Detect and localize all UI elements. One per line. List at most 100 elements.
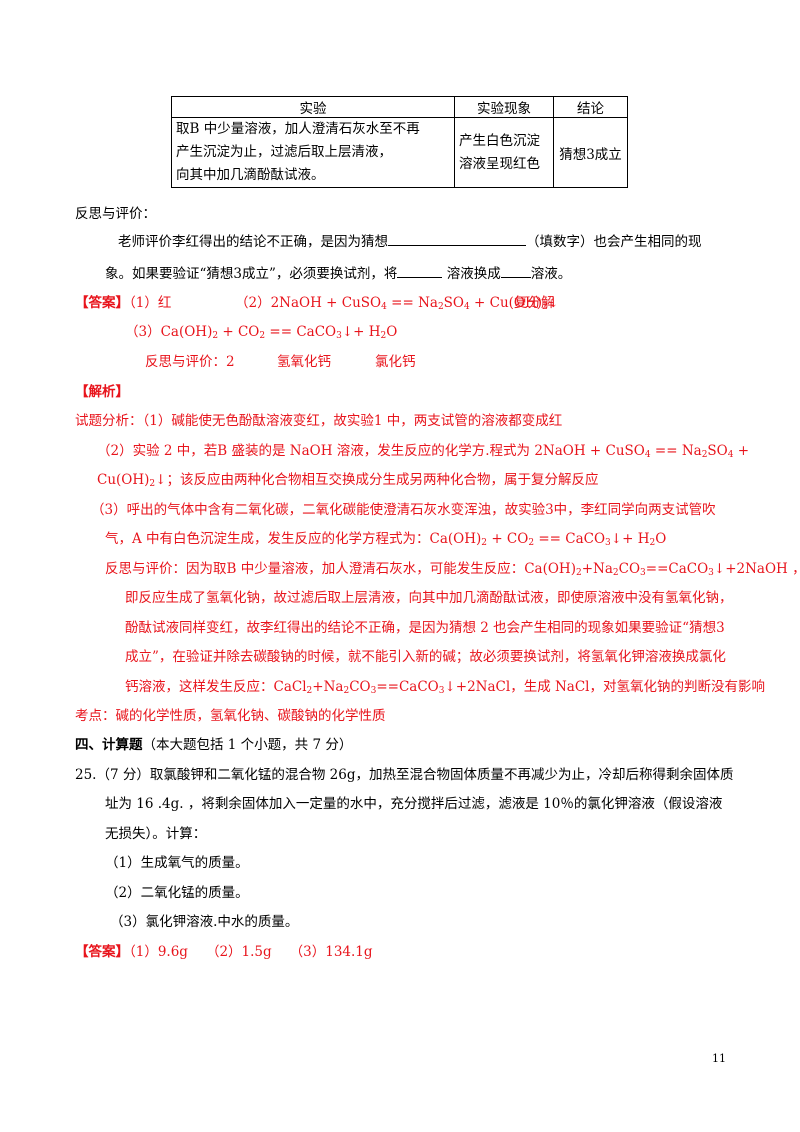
eq-sub: 3 xyxy=(605,538,611,548)
eq-sub: 2 xyxy=(542,302,548,312)
cell-phenomenon: 产生白色沉淀 溶液呈现红色 xyxy=(454,117,554,188)
eq-part: 反思与评价：因为取B 中少量溶液，加人澄清石灰水，可能发生反应：Ca(OH) xyxy=(105,561,576,577)
eq-part: CO xyxy=(349,679,371,695)
eq-part: ↓+2NaCl，生成 NaCl，对氢氧化钠的判断没有影响 xyxy=(444,679,765,695)
blank-line xyxy=(388,233,526,246)
eq-part: == CaCO xyxy=(265,324,337,340)
analysis-line: 即反应生成了氢氧化钠，故过滤后取上层清液，向其中加几滴酚酞试液，即使原溶液中没有… xyxy=(125,590,733,606)
answer-label: 【答案】 xyxy=(75,295,129,311)
question-line: 址为 16 .4g. ，将剩余固体加入一定量的水中，充分搅拌后过滤，滤液是 10… xyxy=(105,796,723,812)
answer-reflection-c: 氯化钙 xyxy=(375,354,416,370)
answer-reflection-b: 氢氧化钙 xyxy=(277,354,331,370)
eq-part: CO xyxy=(618,561,641,577)
eq-part: + xyxy=(733,443,750,459)
eq-part: +Na xyxy=(581,561,613,577)
eq-part: （3）Ca(OH) xyxy=(125,324,213,340)
analysis-line: 钙溶液，这样发生反应：CaCl2+Na2CO3==CaCO3↓+2NaCl，生成… xyxy=(125,675,765,696)
reflection-text: 溶液换成 xyxy=(446,266,501,282)
section-title: 四、计算题（本大题包括 1 个小题，共 7 分） xyxy=(75,733,352,753)
eq-part: + Cu(OH) xyxy=(469,295,543,311)
eq-part: SO xyxy=(707,443,728,459)
eq-sub: 3 xyxy=(640,568,646,578)
reflection-line-1: 老师评价李红得出的结论不正确，是因为猜想（填数字）也会产生相同的现 xyxy=(118,230,702,250)
answer-reflection: 反思与评价：2 xyxy=(145,354,235,370)
analysis-line: （2）实验 2 中，若B 盛装的是 NaOH 溶液，发生反应的化学方.程式为 2… xyxy=(97,439,749,460)
header-phenomenon: 实验现象 xyxy=(454,96,554,118)
answer-line-2: 【答案】（1）9.6g（2）1.5g（3）134.1g xyxy=(75,940,373,960)
answer-line-1: 【答案】（1）红 xyxy=(75,291,171,311)
eq-part: ↓ xyxy=(547,295,560,311)
eq-part: 气，A 中有白色沉淀生成，发生反应的化学方程式为：Ca(OH) xyxy=(105,531,482,547)
eq-sub: 3 xyxy=(336,331,342,341)
table-row: 取B 中少量溶液，加人澄清石灰水至不再 产生沉淀为止，过滤后取上层清液， 向其中… xyxy=(171,117,628,188)
experiment-line: 产生沉淀为止，过滤后取上层清液， xyxy=(176,144,392,160)
eq-part: （2）2NaOH + CuSO xyxy=(235,295,382,311)
eq-sub: 4 xyxy=(464,302,470,312)
key-points: 考点：碱的化学性质，氢氧化钠、碳酸钠的化学性质 xyxy=(75,708,386,724)
analysis-line: 成立”，在验证并除去碳酸钠的时候，就不能引入新的碱；故必须要换试剂，将氢氧化钾溶… xyxy=(125,649,726,665)
eq-part: == CaCO xyxy=(534,531,606,547)
eq-part: + CO xyxy=(218,324,260,340)
eq-sub: 2 xyxy=(212,331,219,341)
cell-experiment: 取B 中少量溶液，加人澄清石灰水至不再 产生沉淀为止，过滤后取上层清液， 向其中… xyxy=(171,117,455,188)
eq-sub: 2 xyxy=(380,331,387,341)
blank-line xyxy=(500,265,531,278)
question-sub: （2）二氧化锰的质量。 xyxy=(105,885,249,901)
page-number: 11 xyxy=(712,1052,726,1065)
phenomenon-line: 溶液呈现红色 xyxy=(459,155,540,172)
eq-part: ==CaCO xyxy=(645,561,709,577)
eq-sub: 2 xyxy=(259,331,266,341)
reflection-text: 溶液。 xyxy=(530,266,572,282)
eq-sub: 2 xyxy=(306,686,313,696)
eq-sub: 3 xyxy=(370,686,377,696)
eq-part: ==CaCO xyxy=(376,679,439,695)
blank-line xyxy=(397,265,443,278)
section-title-text: 四、计算题 xyxy=(75,737,143,753)
eq-sub: 2 xyxy=(701,450,708,460)
section-note: （本大题包括 1 个小题，共 7 分） xyxy=(142,737,353,753)
header-experiment: 实验 xyxy=(171,96,455,118)
eq-sub: 2 xyxy=(149,479,156,489)
eq-part: +Na xyxy=(312,679,344,695)
eq-part: ↓+2NaOH ， xyxy=(713,561,800,577)
analysis-line: 反思与评价：因为取B 中少量溶液，加人澄清石灰水，可能发生反应：Ca(OH)2+… xyxy=(105,557,800,578)
eq-part: + CO xyxy=(487,531,529,547)
phenomenon-line: 产生白色沉淀 xyxy=(459,132,540,149)
analysis-line: （3）呼出的气体中含有二氧化碳，二氧化碳能使澄清石灰水变浑浊，故实验3中，李红同… xyxy=(91,502,716,518)
analysis-line: Cu(OH)2↓；该反应由两种化合物相互交换成分生成另两种化合物，属于复分解反应 xyxy=(97,468,598,489)
analysis-line: 酚酞试液同样变红，故李红得出的结论不正确，是因为猜想 2 也会产生相同的现象如果… xyxy=(125,620,725,636)
answer-3: （3）134.1g xyxy=(289,944,373,960)
eq-sub: 2 xyxy=(481,538,488,548)
eq-sub: 4 xyxy=(644,450,651,460)
question-sub: （1）生成氧气的质量。 xyxy=(105,855,249,871)
eq-part: ↓+ H xyxy=(341,324,381,340)
analysis-line: 试题分析：（1）碱能使无色酚酞溶液变红，故实验1 中，两支试管的溶液都变成红 xyxy=(75,413,563,429)
eq-part: == Na xyxy=(386,295,438,311)
question-line: 25.（7 分）取氯酸钾和二氧化锰的混合物 26g，加热至混合物固体质量不再减少… xyxy=(75,767,734,783)
reflection-line-2: 象。如果要验证“猜想3成立”，必须要换试剂，将 溶液换成 溶液。 xyxy=(105,262,571,282)
question-sub: （3）氯化钾溶液.中水的质量。 xyxy=(110,914,299,930)
eq-part: 钙溶液，这样发生反应：CaCl xyxy=(125,679,307,695)
eq-part: O xyxy=(655,531,667,547)
eq-part: SO xyxy=(443,295,464,311)
eq-sub: 2 xyxy=(612,568,619,578)
answer-3-equation: （3）Ca(OH)2 + CO2 == CaCO3↓+ H2O xyxy=(125,320,397,341)
reflection-heading: 反思与评价： xyxy=(75,206,156,222)
analysis-line: 气，A 中有白色沉淀生成，发生反应的化学方程式为：Ca(OH)2 + CO2 =… xyxy=(105,527,666,548)
experiment-line: 向其中加几滴酚酞试液。 xyxy=(176,167,325,183)
eq-sub: 2 xyxy=(649,538,656,548)
table-header-row: 实验 实验现象 结论 xyxy=(171,96,628,118)
eq-sub: 3 xyxy=(438,686,445,696)
cell-conclusion: 猜想3成立 xyxy=(553,117,628,188)
eq-sub: 3 xyxy=(708,568,714,578)
answer-label: 【答案】 xyxy=(75,944,129,960)
answer-2: （2）1.5g xyxy=(205,944,272,960)
eq-sub: 4 xyxy=(727,450,734,460)
eq-part: ↓+ H xyxy=(610,531,650,547)
eq-sub: 2 xyxy=(575,568,582,578)
eq-part: （2）实验 2 中，若B 盛装的是 NaOH 溶液，发生反应的化学方.程式为 2… xyxy=(97,443,645,459)
question-line: 无损失）。计算： xyxy=(105,826,207,842)
analysis-label: 【解析】 xyxy=(75,384,129,400)
eq-sub: 2 xyxy=(343,686,350,696)
reflection-text: 象。如果要验证“猜想3成立”，必须要换试剂，将 xyxy=(105,266,398,282)
